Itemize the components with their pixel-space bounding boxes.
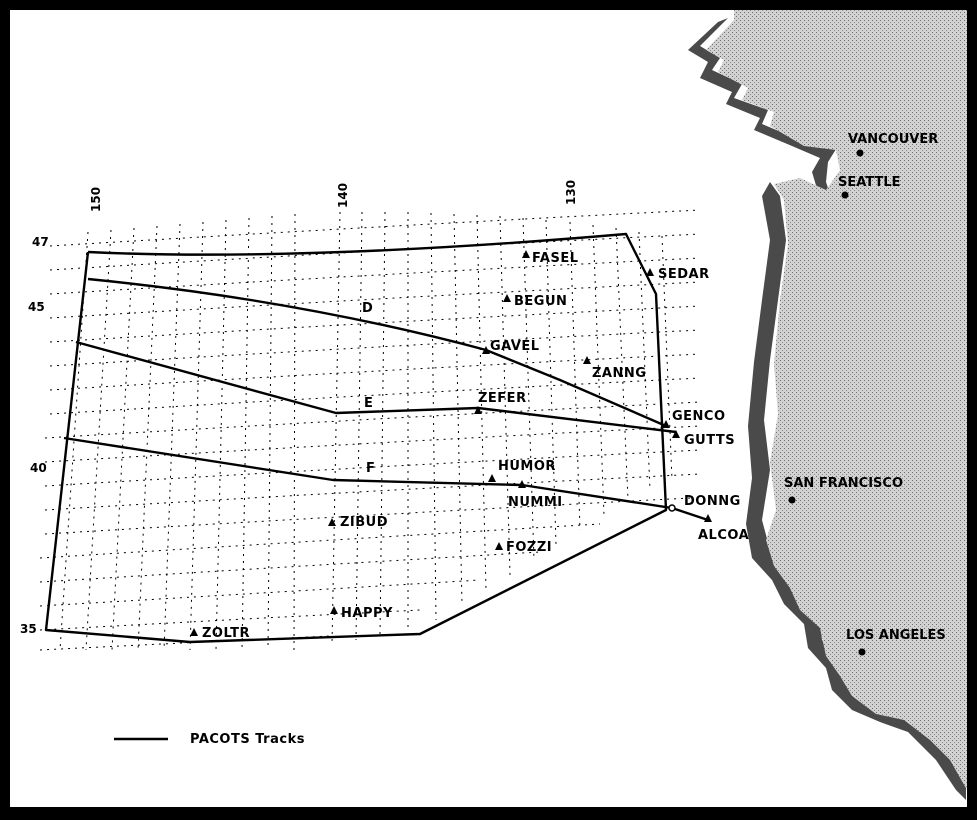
waypoint-zanng: ZANNG <box>592 366 646 381</box>
lon-tick-130: 130 <box>564 180 578 205</box>
waypoint-zoltr: ZOLTR <box>202 626 250 641</box>
graticule-latitudes <box>39 209 701 651</box>
city-dot-seattle <box>841 191 849 199</box>
legend-label: PACOTS Tracks <box>190 732 305 747</box>
waypoint-marker <box>330 606 338 614</box>
waypoint-marker <box>503 294 511 302</box>
city-dot-san-francisco <box>788 496 796 504</box>
track-d <box>87 277 667 428</box>
coast-shadow <box>688 18 838 200</box>
waypoint-genco: GENCO <box>672 409 726 424</box>
waypoint-marker <box>474 406 482 414</box>
waypoint-marker <box>488 474 496 482</box>
waypoint-markers <box>190 250 712 636</box>
lon-tick-150: 150 <box>89 187 103 212</box>
waypoint-happy: HAPPY <box>341 606 393 621</box>
track-e <box>75 340 677 434</box>
city-dot-los-angeles <box>858 648 866 656</box>
waypoint-marker <box>190 628 198 636</box>
waypoint-humor: HUMOR <box>498 459 556 474</box>
waypoint-marker <box>495 542 503 550</box>
waypoint-fozzi: FOZZI <box>506 540 552 555</box>
track-label-d: D <box>362 301 373 316</box>
lat-tick-35: 35 <box>20 622 37 636</box>
waypoint-gutts: GUTTS <box>684 433 735 448</box>
land-mass <box>706 10 967 790</box>
city-los-angeles: LOS ANGELES <box>846 628 946 643</box>
graticule-meridians <box>59 211 673 651</box>
legend: PACOTS Tracks <box>114 732 305 747</box>
city-vancouver: VANCOUVER <box>848 132 938 147</box>
track-label-f: F <box>366 461 375 476</box>
lon-tick-140: 140 <box>336 183 350 208</box>
waypoint-zibud: ZIBUD <box>340 515 388 530</box>
waypoint-marker <box>646 268 654 276</box>
lat-tick-47: 47 <box>32 235 49 249</box>
waypoint-fasel: FASEL <box>532 251 578 266</box>
track-label-e: E <box>364 396 373 411</box>
waypoint-begun: BEGUN <box>514 294 567 309</box>
waypoint-donng: DONNG <box>684 494 741 509</box>
lat-tick-45: 45 <box>28 300 45 314</box>
waypoint-marker <box>704 514 712 522</box>
waypoint-marker <box>583 356 591 364</box>
waypoint-donng-marker <box>668 504 676 512</box>
waypoint-marker <box>518 480 526 488</box>
city-dot-vancouver <box>856 149 864 157</box>
waypoint-marker <box>662 420 670 428</box>
waypoint-marker <box>522 250 530 258</box>
waypoint-marker <box>672 430 680 438</box>
lat-tick-40: 40 <box>30 461 47 475</box>
waypoint-nummi: NUMMI <box>508 495 563 510</box>
waypoint-zefer: ZEFER <box>478 391 527 406</box>
city-seattle: SEATTLE <box>838 175 901 190</box>
airspace-boundary <box>44 232 668 644</box>
waypoint-marker <box>482 346 490 354</box>
waypoint-alcoa: ALCOA <box>698 528 749 543</box>
waypoint-sedar: SEDAR <box>658 267 710 282</box>
city-san-francisco: SAN FRANCISCO <box>784 476 903 491</box>
waypoint-marker <box>328 518 336 526</box>
waypoint-gavel: GAVEL <box>490 339 540 354</box>
